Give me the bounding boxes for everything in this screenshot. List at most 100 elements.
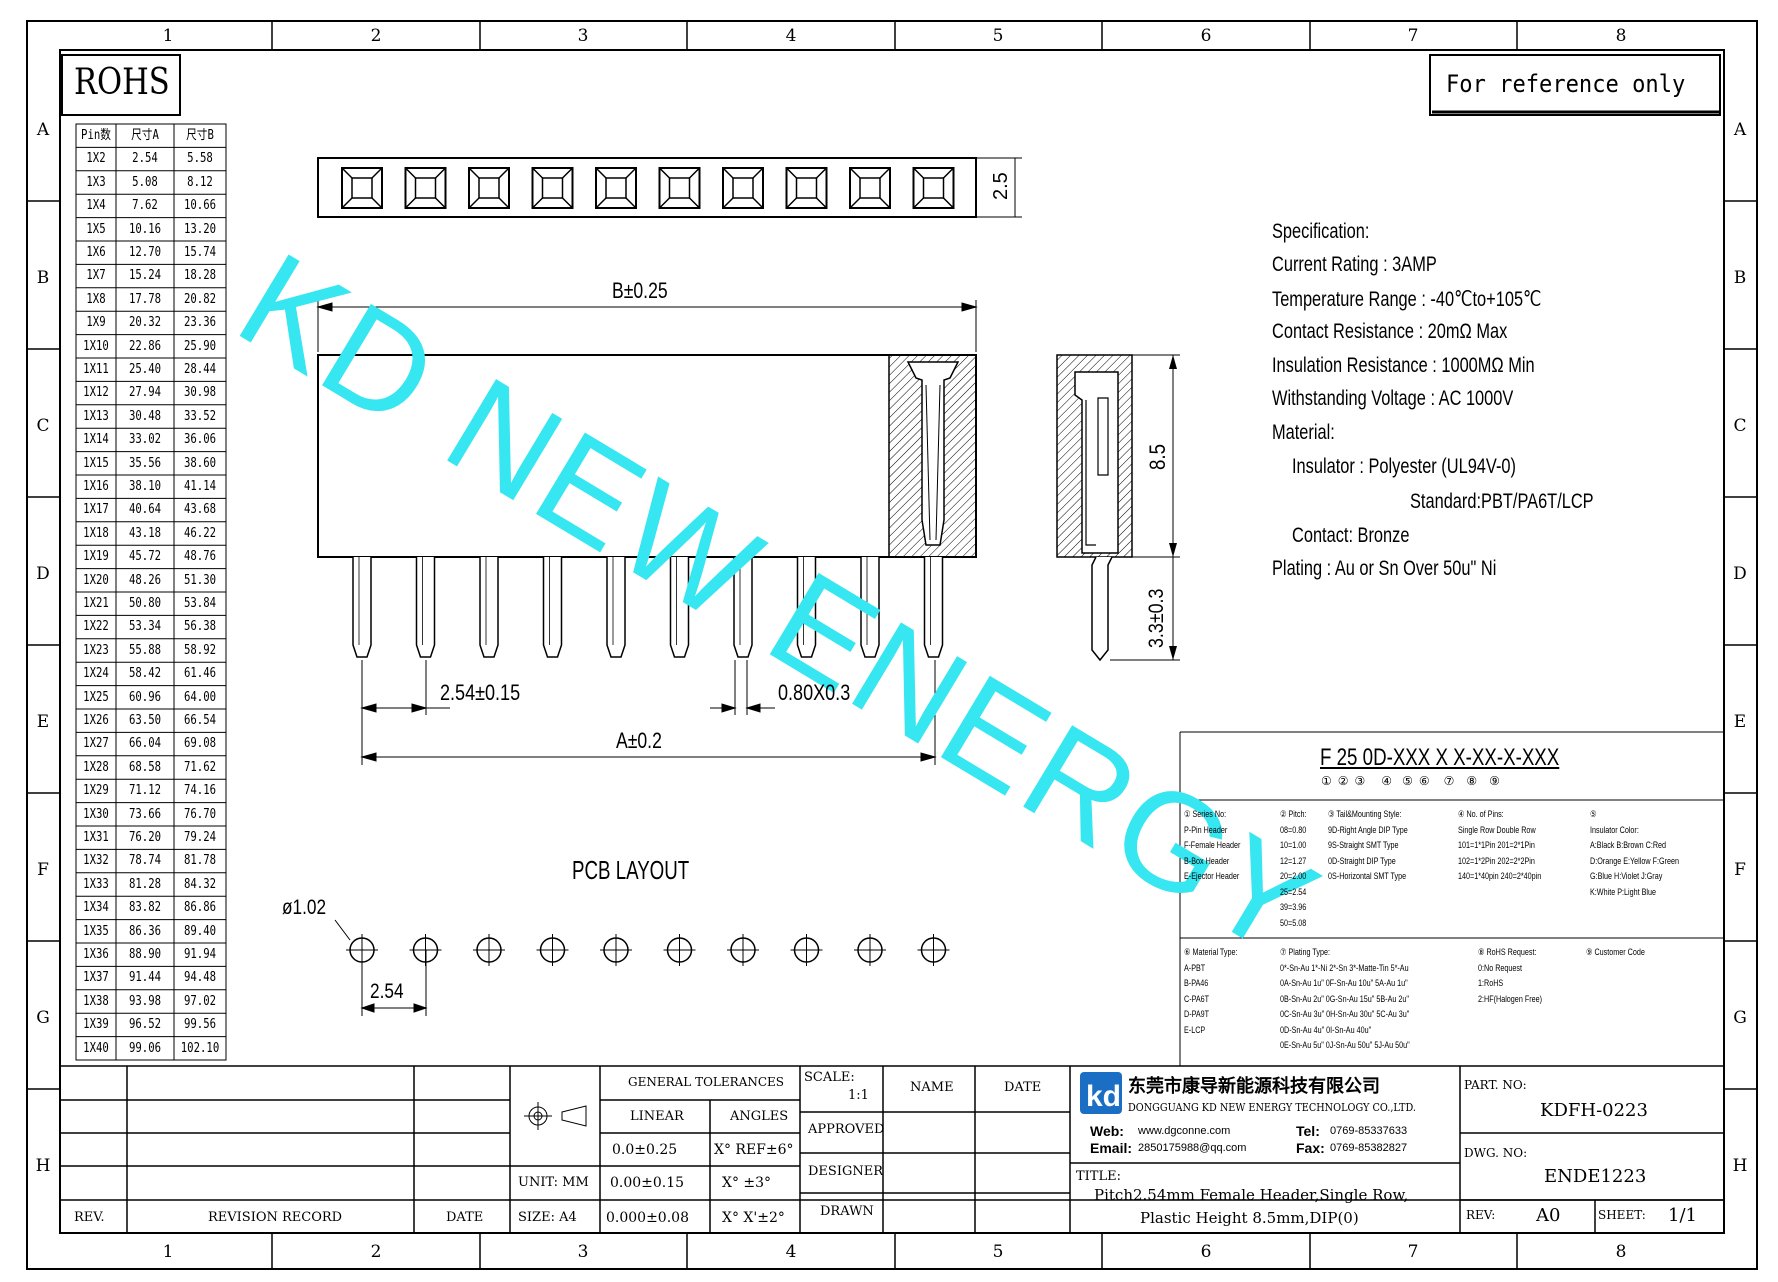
contact-cavity: [849, 167, 891, 209]
spec-material: Material:: [1272, 421, 1335, 444]
pin-table-cell: 35.56: [128, 455, 162, 471]
angle-tol-1: X° REF±6°: [714, 1142, 794, 1158]
zone-row-d-r: D: [1733, 564, 1747, 584]
pin-table-cell: 30.98: [183, 385, 217, 401]
contact-cavity: [341, 167, 383, 209]
legend-insulator: A:Black B:Brown C:Red: [1590, 840, 1667, 850]
side-view: [1056, 354, 1180, 662]
fax-label: Fax:: [1296, 1140, 1325, 1156]
pin-table-cell: 38.10: [128, 479, 162, 494]
pin: [542, 557, 563, 658]
legend-series: P-Pin Header: [1184, 824, 1228, 835]
pin-table-cell: 1X22: [83, 619, 109, 635]
rev-label: REV:: [1466, 1208, 1496, 1222]
zone-row-g: G: [36, 1008, 50, 1028]
legend-insulator: K:White P:Light Blue: [1590, 886, 1657, 897]
spec-voltage: Withstanding Voltage : AC 1000V: [1272, 387, 1514, 410]
pin-table-cell: 27.94: [128, 385, 162, 401]
zone-row-e-r: E: [1733, 712, 1747, 732]
zone-row-f-r: F: [1734, 860, 1746, 880]
pin-table-cell: 1X6: [86, 245, 106, 260]
front-view-body: [317, 354, 977, 558]
zone-row-g-r: G: [1733, 1008, 1747, 1028]
pin-table-cell: 91.44: [128, 970, 162, 986]
legend-insulator: ⑤: [1590, 809, 1597, 819]
pin-table-cell: 22.86: [128, 338, 162, 354]
pin-table-cell: 1X38: [83, 993, 109, 1009]
pin-table-cell: 64.00: [183, 689, 217, 705]
contact-cavity: [595, 167, 637, 209]
spec-plating: Plating : Au or Sn Over 50u" Ni: [1272, 557, 1497, 580]
pin-table-cell: 74.16: [183, 783, 217, 799]
legend-insulator: Insulator Color:: [1590, 824, 1639, 835]
zone-col-6: 6: [1200, 26, 1212, 46]
zone-col-3b: 3: [577, 1242, 589, 1262]
legend-tail: 9S-Straight SMT Type: [1328, 840, 1399, 850]
designer-label: DESIGNER: [808, 1164, 883, 1179]
pin-table-cell: 79.24: [183, 830, 217, 845]
pin-table-cell: 1X21: [83, 596, 109, 611]
pin-table-cell: 1X18: [83, 525, 109, 541]
legend-series: F-Female Header: [1184, 840, 1241, 850]
zone-row-h-r: H: [1732, 1156, 1748, 1176]
pin: [479, 557, 499, 658]
dim-pcb-pitch: 2.54: [370, 980, 404, 1003]
pin-table-cell: 1X40: [83, 1040, 109, 1056]
pin-table-cell: 12.70: [128, 245, 162, 260]
title-line-2: Plastic Height 8.5mm,DIP(0): [1140, 1209, 1359, 1227]
pin-table-cell: 86.36: [128, 923, 162, 939]
zone-row-d: D: [36, 564, 50, 584]
scale-value: 1:1: [848, 1088, 869, 1103]
email-label: Email:: [1090, 1140, 1133, 1156]
scale-label: SCALE:: [804, 1070, 855, 1085]
spec-temperature: Temperature Range : -40℃to+105℃: [1272, 288, 1542, 311]
pin-table-cell: 1X10: [83, 338, 109, 354]
legend-plating: 0A-Sn-Au 1u" 0F-Sn-Au 10u" 5A-Au 1u": [1280, 978, 1408, 988]
approved-label: APPROVED: [808, 1122, 885, 1137]
dwg-no-value: ENDE1223: [1544, 1166, 1647, 1187]
marker-7: ⑦: [1443, 774, 1461, 788]
dwg-no-label: DWG. NO:: [1464, 1146, 1528, 1160]
pin-table-cell: 1X24: [83, 666, 109, 682]
pin-table-cell: 76.70: [183, 806, 217, 822]
pin-table-cell: 1X23: [83, 642, 109, 658]
pin-table-cell: 45.72: [128, 549, 162, 565]
spec-title: Specification:: [1272, 220, 1370, 243]
pin-table-cell: 48.26: [128, 572, 162, 588]
pin-table-cell: 1X15: [83, 455, 109, 471]
marker-56: ⑤⑥: [1402, 774, 1436, 788]
zone-row-e: E: [36, 712, 50, 732]
legend-pitch: 50=5.08: [1280, 917, 1307, 928]
reference-label: For reference only: [1446, 70, 1686, 98]
pin-table-cell: 76.20: [128, 830, 162, 845]
pin-table-cell: 53.84: [183, 596, 217, 611]
pin: [669, 557, 690, 658]
pcb-layout-title: PCB LAYOUT: [572, 855, 690, 885]
angle-tol-2: X° ±3°: [722, 1175, 772, 1191]
zone-col-4b: 4: [785, 1242, 797, 1262]
legend-rohs: 1:RoHS: [1478, 978, 1504, 988]
legend-pitch: 20=2.00: [1280, 871, 1307, 881]
pin-table-cell: 38.60: [183, 455, 217, 471]
dim-a-length: A±0.2: [616, 728, 662, 753]
pin-table-cell: 73.66: [128, 806, 162, 822]
legend-pins: ④ No. of Pins:: [1458, 809, 1504, 819]
title-label: TITLE:: [1076, 1169, 1121, 1184]
rev-header: REV.: [74, 1210, 105, 1225]
zone-row-b: B: [36, 268, 50, 288]
zone-col-8b: 8: [1615, 1242, 1627, 1262]
watermark: KD NEW ENERGY: [215, 224, 1344, 987]
pin-table-cell: 13.20: [183, 221, 217, 237]
pin-table-cell: 89.40: [183, 923, 217, 939]
pin-table-cell: 20.32: [128, 315, 162, 331]
legend-plating: 0C-Sn-Au 3u" 0H-Sn-Au 30u" 5C-Au 3u": [1280, 1009, 1410, 1019]
pin: [860, 557, 880, 658]
legend-series: B-Box Header: [1184, 855, 1230, 866]
pin-table-cell: 5.58: [187, 151, 213, 167]
dim-top-height: 2.5: [990, 172, 1012, 200]
legend-plating: 0D-Sn-Au 4u" 0I-Sn-Au 40u": [1280, 1024, 1372, 1035]
pin-table-cell: 1X12: [83, 385, 109, 401]
zone-col-7: 7: [1407, 26, 1419, 46]
legend-plating: 0*-Sn-Au 1*-Ni 2*-Sn 3*-Matte-Tin 5*-Au: [1280, 962, 1409, 973]
